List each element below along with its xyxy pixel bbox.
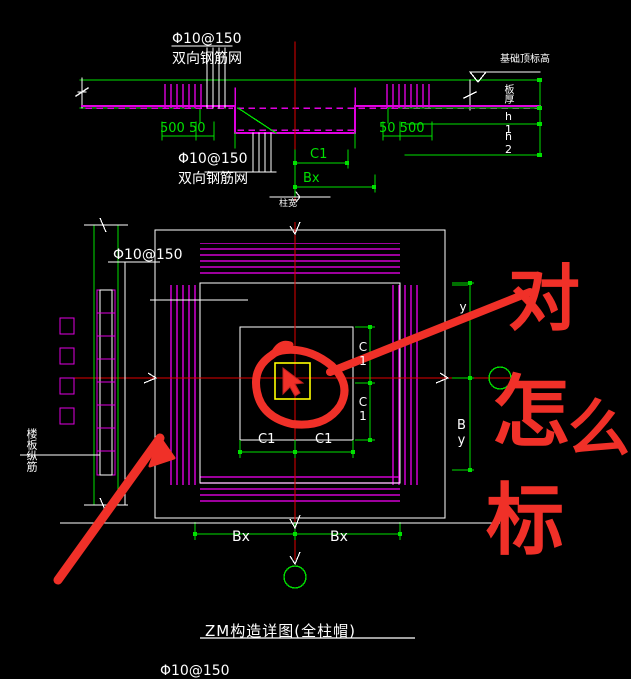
dim-50-500-right: 50 500 xyxy=(379,121,425,136)
section-bottom-mesh-note: 双向钢筋网 xyxy=(178,171,248,187)
section-top-mesh-spec: Φ10@150 xyxy=(172,31,242,47)
drawing-title: ZM构造详图(全柱帽) xyxy=(205,622,356,640)
plan-c1-bottom-right: C1 xyxy=(315,432,333,447)
handwritten-char-4: 标 xyxy=(486,476,565,566)
handwritten-char-2: 怎 xyxy=(492,368,571,458)
annotation-layer xyxy=(53,288,534,585)
dim-h2-label: h2 xyxy=(502,130,515,156)
plan-c1-vertical-bottom: C1 xyxy=(356,395,370,423)
slab-longitudinal-rebar-label: 楼板纵筋 xyxy=(25,428,38,472)
handwritten-char-1: 对 xyxy=(508,257,581,341)
section-dim-c1: C1 xyxy=(310,147,328,162)
plan-c1-bottom-left: C1 xyxy=(258,432,276,447)
dim-500-50-left: 500 50 xyxy=(160,121,206,136)
section-view xyxy=(75,41,542,203)
selection-box xyxy=(274,362,311,400)
plan-by-label: By xyxy=(454,418,469,448)
plan-bx-bottom-right: Bx xyxy=(330,529,348,545)
plan-view xyxy=(20,217,512,589)
dim-h1-label: h1 xyxy=(502,110,515,136)
section-top-mesh-note: 双向钢筋网 xyxy=(172,51,242,67)
section-bottom-mesh-spec: Φ10@150 xyxy=(178,151,248,167)
slab-thickness-label: 板厚 xyxy=(502,84,513,104)
bottom-partial-label: Φ10@150 xyxy=(160,663,230,679)
foundation-top-elevation-label: 基础顶标高 xyxy=(500,54,550,65)
column-width-label: 柱宽 xyxy=(279,199,298,209)
cursor-arrow-icon xyxy=(282,367,305,397)
plan-mesh-spec: Φ10@150 xyxy=(113,247,183,263)
section-dim-bx: Bx xyxy=(303,171,320,186)
handwritten-char-3: 么 xyxy=(568,392,631,465)
plan-by-vertical-top: y xyxy=(456,300,470,314)
plan-bx-bottom-left: Bx xyxy=(232,529,250,545)
plan-c1-vertical-top: C1 xyxy=(356,340,370,368)
